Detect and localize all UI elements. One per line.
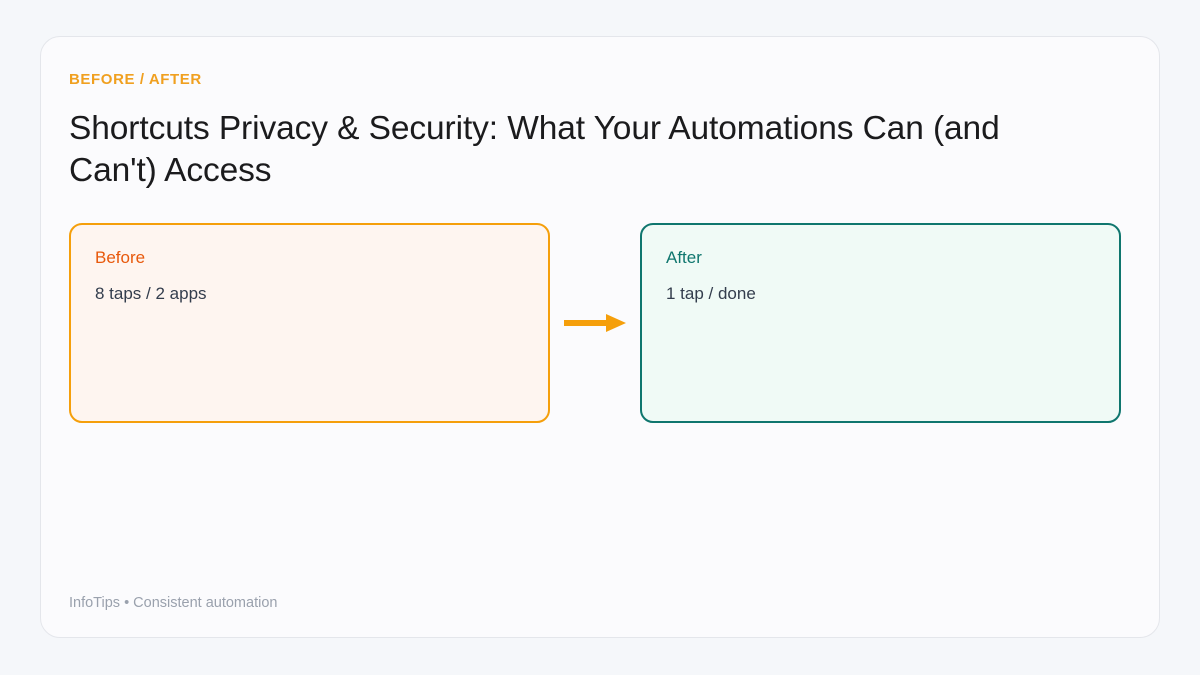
after-card-label: After bbox=[666, 248, 702, 267]
slide-footer: InfoTips • Consistent automation bbox=[69, 595, 278, 611]
before-after-comparison: Before 8 taps / 2 apps After 1 tap / don… bbox=[69, 223, 1121, 423]
before-card: Before 8 taps / 2 apps bbox=[69, 223, 550, 423]
before-card-value: 8 taps / 2 apps bbox=[95, 284, 207, 303]
slide-frame: BEFORE / AFTER Shortcuts Privacy & Secur… bbox=[40, 36, 1160, 638]
slide-eyebrow: BEFORE / AFTER bbox=[69, 71, 202, 88]
arrow-right-icon bbox=[550, 223, 640, 423]
before-card-label: Before bbox=[95, 248, 146, 267]
after-card: After 1 tap / done bbox=[640, 223, 1121, 423]
page-title: Shortcuts Privacy & Security: What Your … bbox=[69, 110, 1000, 189]
after-card-value: 1 tap / done bbox=[666, 284, 756, 303]
